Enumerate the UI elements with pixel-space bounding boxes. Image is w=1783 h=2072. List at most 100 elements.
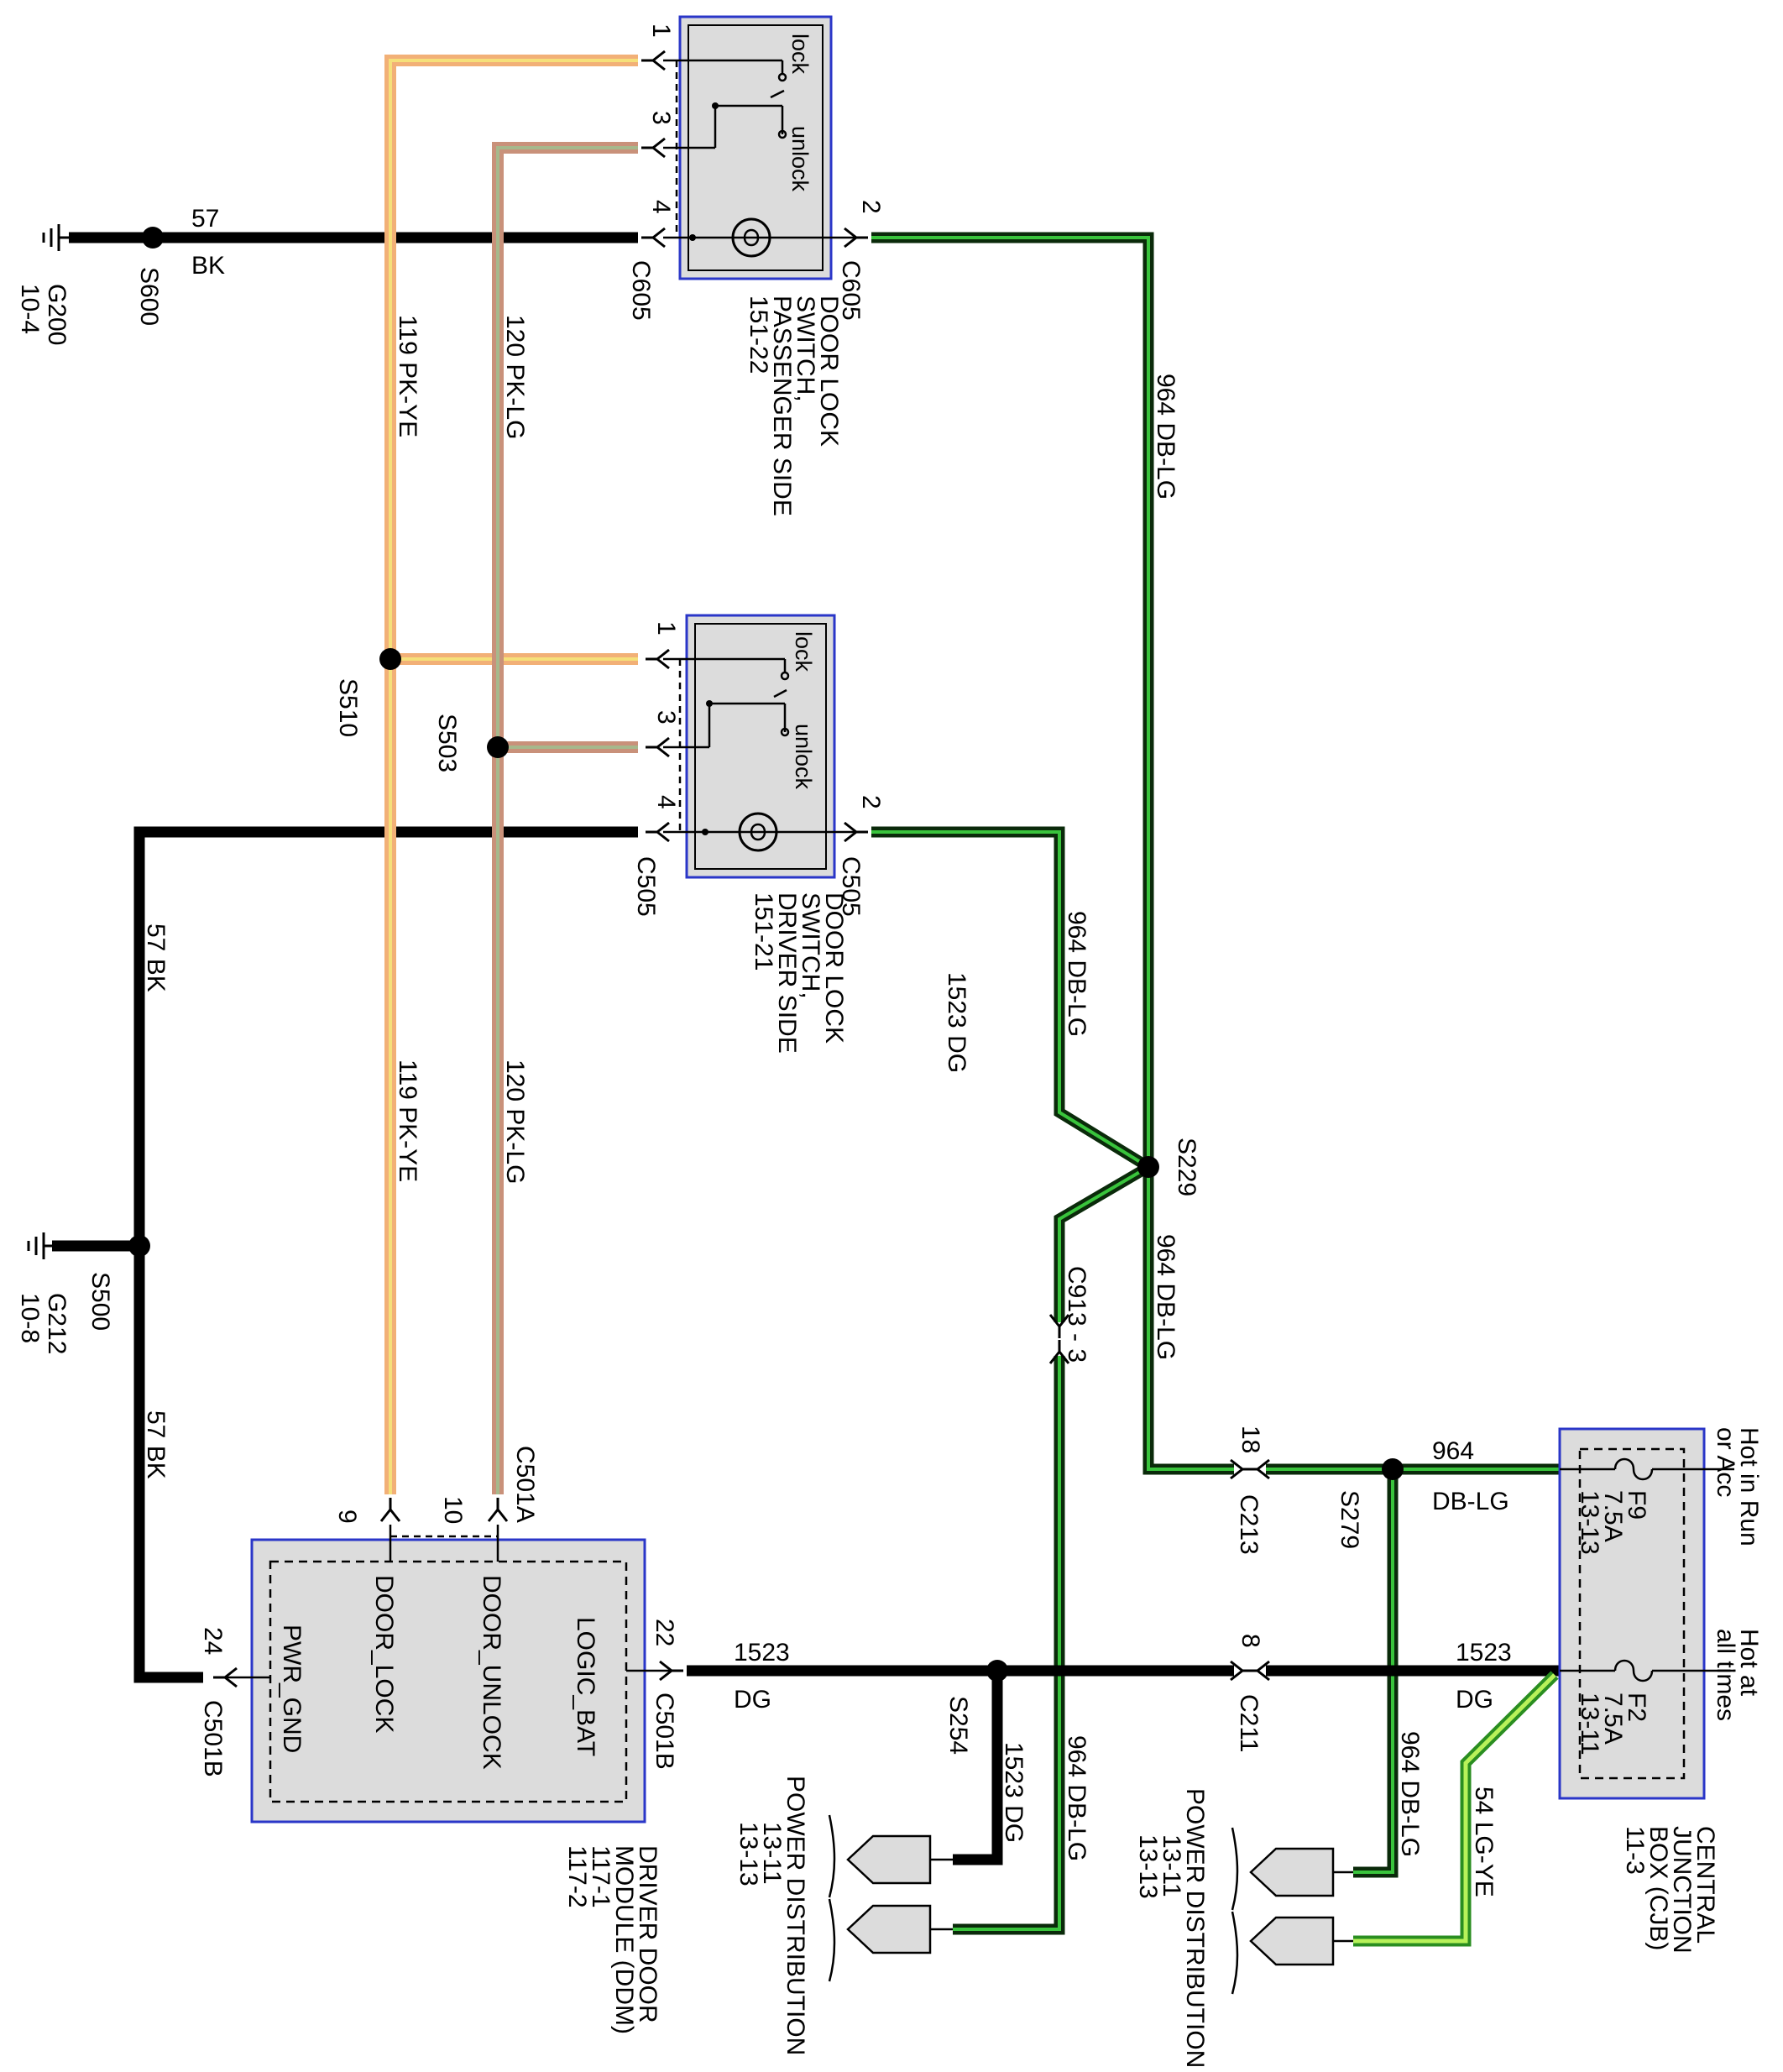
passenger-switch-line2: SWITCH,	[792, 296, 819, 402]
ddm-door-lock: DOOR_LOCK	[370, 1575, 398, 1733]
splice-s254	[986, 1660, 1008, 1682]
driver-unlock-label: unlock	[791, 724, 816, 790]
splice-s600	[142, 227, 164, 249]
c505-left-label: C505	[632, 856, 660, 917]
cjb-hot-all-2: all times	[1712, 1629, 1739, 1721]
c211-label: C211	[1235, 1694, 1263, 1753]
power-distribution-right: POWER DISTRIBUTION 13-11 13-13	[1134, 1788, 1353, 2068]
s254-label: S254	[944, 1696, 972, 1755]
wire-57-color-label: BK	[191, 252, 225, 280]
p605-pin2: 2	[857, 200, 885, 214]
power-distribution-left: POWER DISTRIBUTION 13-11 13-13	[735, 1776, 953, 2055]
wire-120-pk-lg	[492, 142, 638, 1494]
passenger-lock-label: lock	[787, 34, 813, 75]
p505-pin1: 1	[652, 621, 680, 636]
ddm-pin9: 9	[333, 1510, 361, 1524]
driver-switch-line3: DRIVER SIDE	[773, 892, 801, 1054]
ground-g212: G212 10-8	[16, 1231, 71, 1354]
c501a-label: C501A	[511, 1446, 539, 1523]
wire-964-label-b: 964 DB-LG	[1063, 911, 1090, 1037]
cjb-hot-run-1: Hot in Run	[1735, 1427, 1763, 1546]
wire-964-h-circuit: 964	[1432, 1437, 1474, 1465]
g212-page: 10-8	[16, 1293, 44, 1343]
c211-pin8: 8	[1237, 1634, 1264, 1648]
cjb-f2-rating: 7.5A	[1599, 1693, 1627, 1745]
s279-label: S279	[1336, 1490, 1363, 1549]
c213-pin18: 18	[1237, 1426, 1264, 1453]
cjb-hot-run-2: or Acc	[1712, 1427, 1739, 1497]
splice-s510	[379, 648, 401, 670]
driver-switch-line4: 151-21	[750, 892, 777, 971]
cjb-line3: BOX (CJB)	[1644, 1826, 1672, 1950]
ddm-door-unlock: DOOR_UNLOCK	[478, 1575, 505, 1770]
wire-120-label-a: 120 PK-LG	[501, 315, 529, 439]
passenger-switch-line1: DOOR LOCK	[815, 296, 843, 447]
ddm-line3: 117-1	[587, 1845, 614, 1908]
cjb-f2-name: F2	[1623, 1693, 1650, 1722]
s503-label: S503	[433, 714, 461, 772]
wire-labels: 57 BK 57 BK 57 BK 119 PK-YE 119 PK-YE 12…	[142, 205, 1512, 1897]
splice-s503	[487, 736, 509, 758]
c605-left-label: C605	[627, 260, 655, 321]
ddm-pwr-gnd: PWR_GND	[278, 1625, 306, 1753]
cjb-hot-all-1: Hot at	[1735, 1629, 1763, 1697]
p605-pin1: 1	[647, 24, 675, 38]
wire-964-label-e: 964 DB-LG	[1396, 1731, 1424, 1857]
passenger-switch-line3: PASSENGER SIDE	[768, 296, 796, 516]
wire-964-label-d: 964 DB-LG	[1063, 1735, 1090, 1861]
wire-57-left-label-b: 57 BK	[142, 1410, 170, 1479]
ddm-line1: DRIVER DOOR	[634, 1845, 661, 2023]
ddm-pin22: 22	[651, 1619, 678, 1646]
wire-964-label-c: 964 DB-LG	[1152, 1234, 1179, 1360]
driver-switch-line1: DOOR LOCK	[820, 892, 848, 1044]
cjb-f9-name: F9	[1623, 1490, 1650, 1520]
central-junction-box: F9 7.5A 13-13 F2 7.5A 13-11 Hot in Run o…	[1558, 1427, 1763, 1954]
wire-1523-dg-pd	[953, 1671, 1003, 1865]
driver-lock-label: lock	[791, 631, 816, 672]
wire-1523-h2-circuit: 1523	[1456, 1639, 1512, 1666]
wire-1523-h1-circuit: 1523	[734, 1639, 790, 1666]
s600-label: S600	[135, 267, 163, 326]
cjb-line4: 11-3	[1621, 1826, 1649, 1875]
wire-1523-mid-label: 1523 DG	[943, 972, 970, 1073]
wire-1523-h2-color: DG	[1456, 1686, 1493, 1714]
pd-right-line2: 13-11	[1158, 1834, 1185, 1897]
wire-964-db-lg-c913	[953, 1162, 1152, 1935]
p605-pin3: 3	[647, 111, 675, 125]
ddm-logic-bat: LOGIC_BAT	[572, 1617, 599, 1756]
pd-left-line1: POWER DISTRIBUTION	[782, 1776, 809, 2055]
s500-label: S500	[86, 1272, 114, 1331]
g212-label: G212	[43, 1293, 71, 1354]
c213-connector: 18 C213	[1229, 1426, 1271, 1555]
ground-g200: G200 10-4	[16, 222, 71, 345]
ddm-pin24: 24	[199, 1627, 227, 1655]
passenger-unlock-label: unlock	[787, 126, 813, 192]
wire-54-lg-ye	[1353, 1671, 1559, 1947]
wire-1523-v-label: 1523 DG	[1000, 1742, 1027, 1843]
driver-switch-line2: SWITCH,	[797, 892, 824, 999]
wire-120-label-b: 120 PK-LG	[501, 1060, 529, 1184]
s229-label: S229	[1173, 1138, 1200, 1196]
ddm-line2: MODULE (DDM)	[610, 1845, 638, 2034]
cjb-f2-page: 13-11	[1576, 1693, 1603, 1755]
wire-57-left-label-a: 57 BK	[142, 924, 170, 992]
wire-119-pk-ye	[384, 55, 638, 1494]
wire-57-circuit-label: 57	[191, 205, 219, 233]
cjb-f9-page: 13-13	[1576, 1490, 1603, 1555]
g200-label: G200	[43, 284, 71, 345]
c211-connector: 8 C211	[1229, 1634, 1271, 1753]
p605-pin4: 4	[647, 200, 675, 214]
cjb-f9-rating: 7.5A	[1599, 1490, 1627, 1542]
wire-119-label-a: 119 PK-YE	[394, 315, 421, 437]
driver-door-module: 9 10 C501A 24 C501B 22 C501B PWR_GND DOO…	[199, 1446, 685, 2034]
splice-s279	[1382, 1458, 1404, 1480]
wire-1523-h1-color: DG	[734, 1686, 771, 1714]
c505-right-label: C505	[837, 856, 865, 917]
cjb-line1: CENTRAL	[1691, 1826, 1719, 1944]
c913-connector: C913 - 3	[1048, 1266, 1090, 1365]
wire-964-db-lg-cjb	[1266, 1463, 1560, 1878]
passenger-switch-line4: 151-22	[745, 296, 772, 374]
wire-964-db-lg-driver	[871, 826, 1152, 1172]
c913-label: C913 - 3	[1063, 1266, 1090, 1363]
